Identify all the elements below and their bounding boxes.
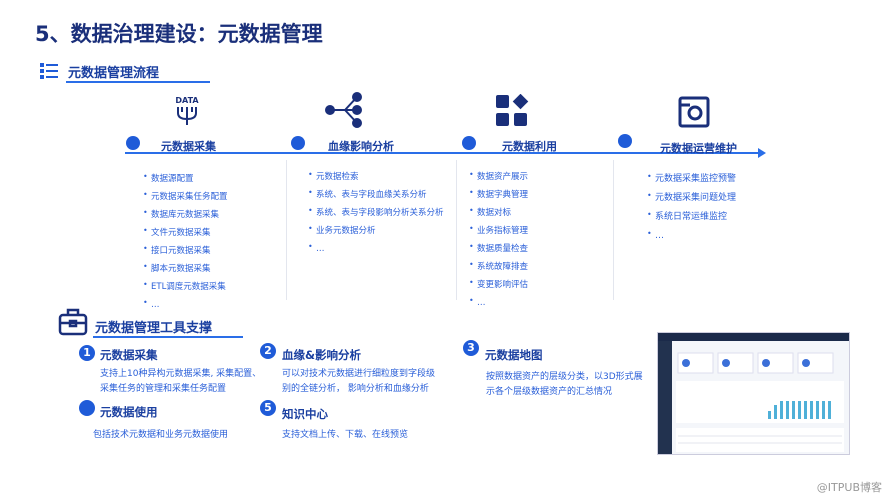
dashboard-screenshot [657, 332, 850, 455]
list-item: 系统、表与字段血缘关系分析 [308, 187, 448, 201]
tool-desc: 按照数据资产的层级分类，以3D形式展示各个层级数据资产的汇总情况 [486, 372, 643, 397]
stage-label: 血缘影响分析 [328, 140, 394, 153]
tool-title: 元数据地图 [485, 348, 543, 362]
stage-label: 元数据采集 [161, 140, 216, 153]
list-item: … [143, 297, 273, 311]
stage-dot [126, 136, 140, 150]
number-badge [79, 400, 95, 416]
divider [93, 336, 243, 338]
list-item: 变更影响评估 [469, 277, 599, 291]
list-item: 系统日常运维监控 [647, 209, 777, 223]
list-item: 业务指标管理 [469, 223, 599, 237]
stage-dot [291, 136, 305, 150]
number-badge: 5 [260, 400, 276, 416]
tool-desc: 可以对技术元数据进行细粒度到字段级别的全链分析， 影响分析和血缘分析 [282, 369, 436, 394]
tool-desc: 支持上10种异构元数据采集, 采集配置、采集任务的管理和采集任务配置 [100, 369, 262, 394]
divider [286, 160, 287, 300]
list-item: 元数据采集问题处理 [647, 190, 777, 204]
list-item: 数据资产展示 [469, 169, 599, 183]
stage-list: 数据资产展示 数据字典管理 数据对标 业务指标管理 数据质量检查 系统故障排查 … [469, 169, 599, 316]
page-title: 5、数据治理建设：元数据管理 [35, 22, 323, 46]
list-item: 元数据采集监控预警 [647, 171, 777, 185]
list-item: 元数据检索 [308, 169, 448, 183]
list-item: ETL调度元数据采集 [143, 279, 273, 293]
tools-heading: 元数据管理工具支撑 [95, 321, 213, 336]
list-item: … [308, 241, 448, 255]
maintenance-icon [678, 95, 712, 133]
list-item: 元数据采集任务配置 [143, 189, 273, 203]
tool-title: 元数据采集 [100, 348, 158, 362]
watermark: @ITPUB博客 [816, 481, 882, 494]
flow-heading: 元数据管理流程 [68, 66, 160, 81]
stage-list: 数据源配置 元数据采集任务配置 数据库元数据采集 文件元数据采集 接口元数据采集… [143, 171, 273, 318]
list-item: 业务元数据分析 [308, 223, 448, 237]
list-item: 文件元数据采集 [143, 225, 273, 239]
tool-title: 元数据使用 [100, 405, 158, 419]
list-item: 系统故障排查 [469, 259, 599, 273]
data-collect-icon: DATA [172, 96, 202, 130]
divider [456, 160, 457, 300]
number-badge: 1 [79, 345, 95, 361]
number-badge: 2 [260, 343, 276, 359]
stage-label: 元数据利用 [502, 140, 557, 153]
stage-list: 元数据采集监控预警 元数据采集问题处理 系统日常运维监控 … [647, 171, 777, 249]
timeline-arrow [125, 148, 766, 158]
number-badge: 3 [463, 340, 479, 356]
tool-title: 知识中心 [282, 407, 328, 421]
list-icon [40, 62, 58, 80]
tool-desc: 支持文档上传、下载、在线预览 [282, 430, 409, 440]
list-item: 数据对标 [469, 205, 599, 219]
stage-label: 元数据运营维护 [660, 142, 737, 155]
list-item: 数据质量检查 [469, 241, 599, 255]
stage-list: 元数据检索 系统、表与字段血缘关系分析 系统、表与字段影响分析关系分析 业务元数… [308, 169, 448, 262]
tool-title: 血缘&影响分析 [282, 348, 362, 362]
list-item: 系统、表与字段影响分析关系分析 [308, 205, 448, 219]
list-item: … [469, 295, 599, 309]
list-item: 数据源配置 [143, 171, 273, 185]
list-item: 数据字典管理 [469, 187, 599, 201]
divider [613, 160, 614, 300]
list-item: 脚本元数据采集 [143, 261, 273, 275]
apps-icon [495, 93, 529, 132]
tool-desc: 包括技术元数据和业务元数据使用 [93, 430, 229, 440]
lineage-icon [325, 92, 363, 132]
list-item: 数据库元数据采集 [143, 207, 273, 221]
list-item: 接口元数据采集 [143, 243, 273, 257]
list-item: … [647, 228, 777, 242]
stage-dot [462, 136, 476, 150]
stage-dot [618, 134, 632, 148]
divider [66, 81, 210, 83]
toolbox-icon [58, 308, 88, 340]
